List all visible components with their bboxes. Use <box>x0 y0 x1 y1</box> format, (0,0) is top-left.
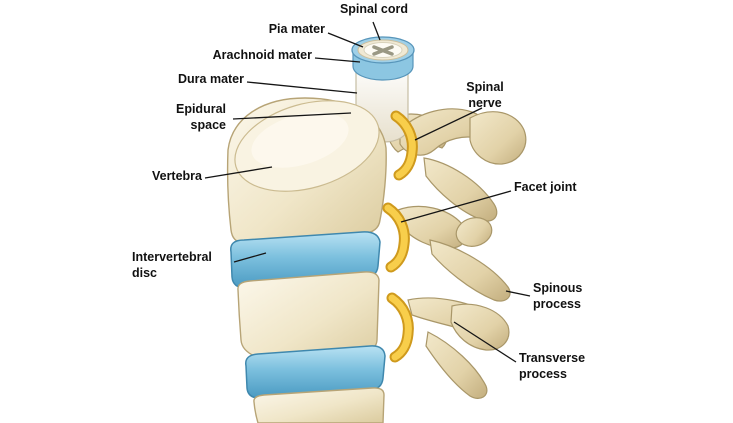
leader-line-facet-joint <box>400 190 512 223</box>
gray-matter-icon <box>372 45 394 56</box>
articular-process-lower-shape <box>450 303 510 351</box>
vertebral-body-3 <box>253 387 385 423</box>
vertebral-endplate-highlight <box>251 112 349 168</box>
label-spinal-cord: Spinal cord <box>339 2 409 16</box>
leader-line-arachnoid-mater <box>314 57 361 63</box>
label-spinous-process: Spinous process <box>533 281 583 311</box>
leader-line-spinous-process <box>505 290 531 297</box>
intervertebral-disc-2 <box>245 345 386 399</box>
label-epidural-space: Epidural space <box>175 102 226 132</box>
spinal-nerve-2 <box>382 202 410 273</box>
vertebral-column <box>226 97 387 423</box>
leader-line-spinal-cord <box>372 21 381 41</box>
posterior-processes <box>385 108 527 399</box>
articular-process-upper-shape <box>469 111 527 165</box>
facet-knob-shape <box>455 217 493 247</box>
leader-line-epidural-space <box>232 112 352 120</box>
leader-line-transverse-process <box>453 321 517 363</box>
leader-line-dura-mater <box>246 81 358 94</box>
label-facet-joint: Facet joint <box>514 180 577 194</box>
label-spinal-nerve: Spinal nerve <box>466 80 504 110</box>
label-intervertebral-disc: Intervertebral disc <box>132 250 212 280</box>
spinal-nerve-3 <box>386 292 414 363</box>
spinous-process-lower-shape <box>425 331 488 399</box>
spinal-nerves <box>382 110 418 363</box>
leader-lines <box>204 21 531 363</box>
label-vertebra: Vertebra <box>151 169 202 183</box>
label-transverse-process: Transverse process <box>519 351 586 381</box>
lamina-upper-shape <box>423 157 498 222</box>
spinal-nerve-1 <box>390 110 418 181</box>
leader-line-pia-mater <box>327 32 364 48</box>
label-arachnoid-mater: Arachnoid mater <box>212 48 312 62</box>
spinous-process-shape <box>429 239 511 302</box>
leader-line-spinal-nerve <box>414 107 483 141</box>
label-dura-mater: Dura mater <box>178 72 244 86</box>
spinal-cord-section <box>351 36 415 64</box>
leader-line-vertebra <box>204 166 273 179</box>
label-pia-mater: Pia mater <box>268 22 325 36</box>
leader-line-intervertebral-disc <box>233 252 267 263</box>
